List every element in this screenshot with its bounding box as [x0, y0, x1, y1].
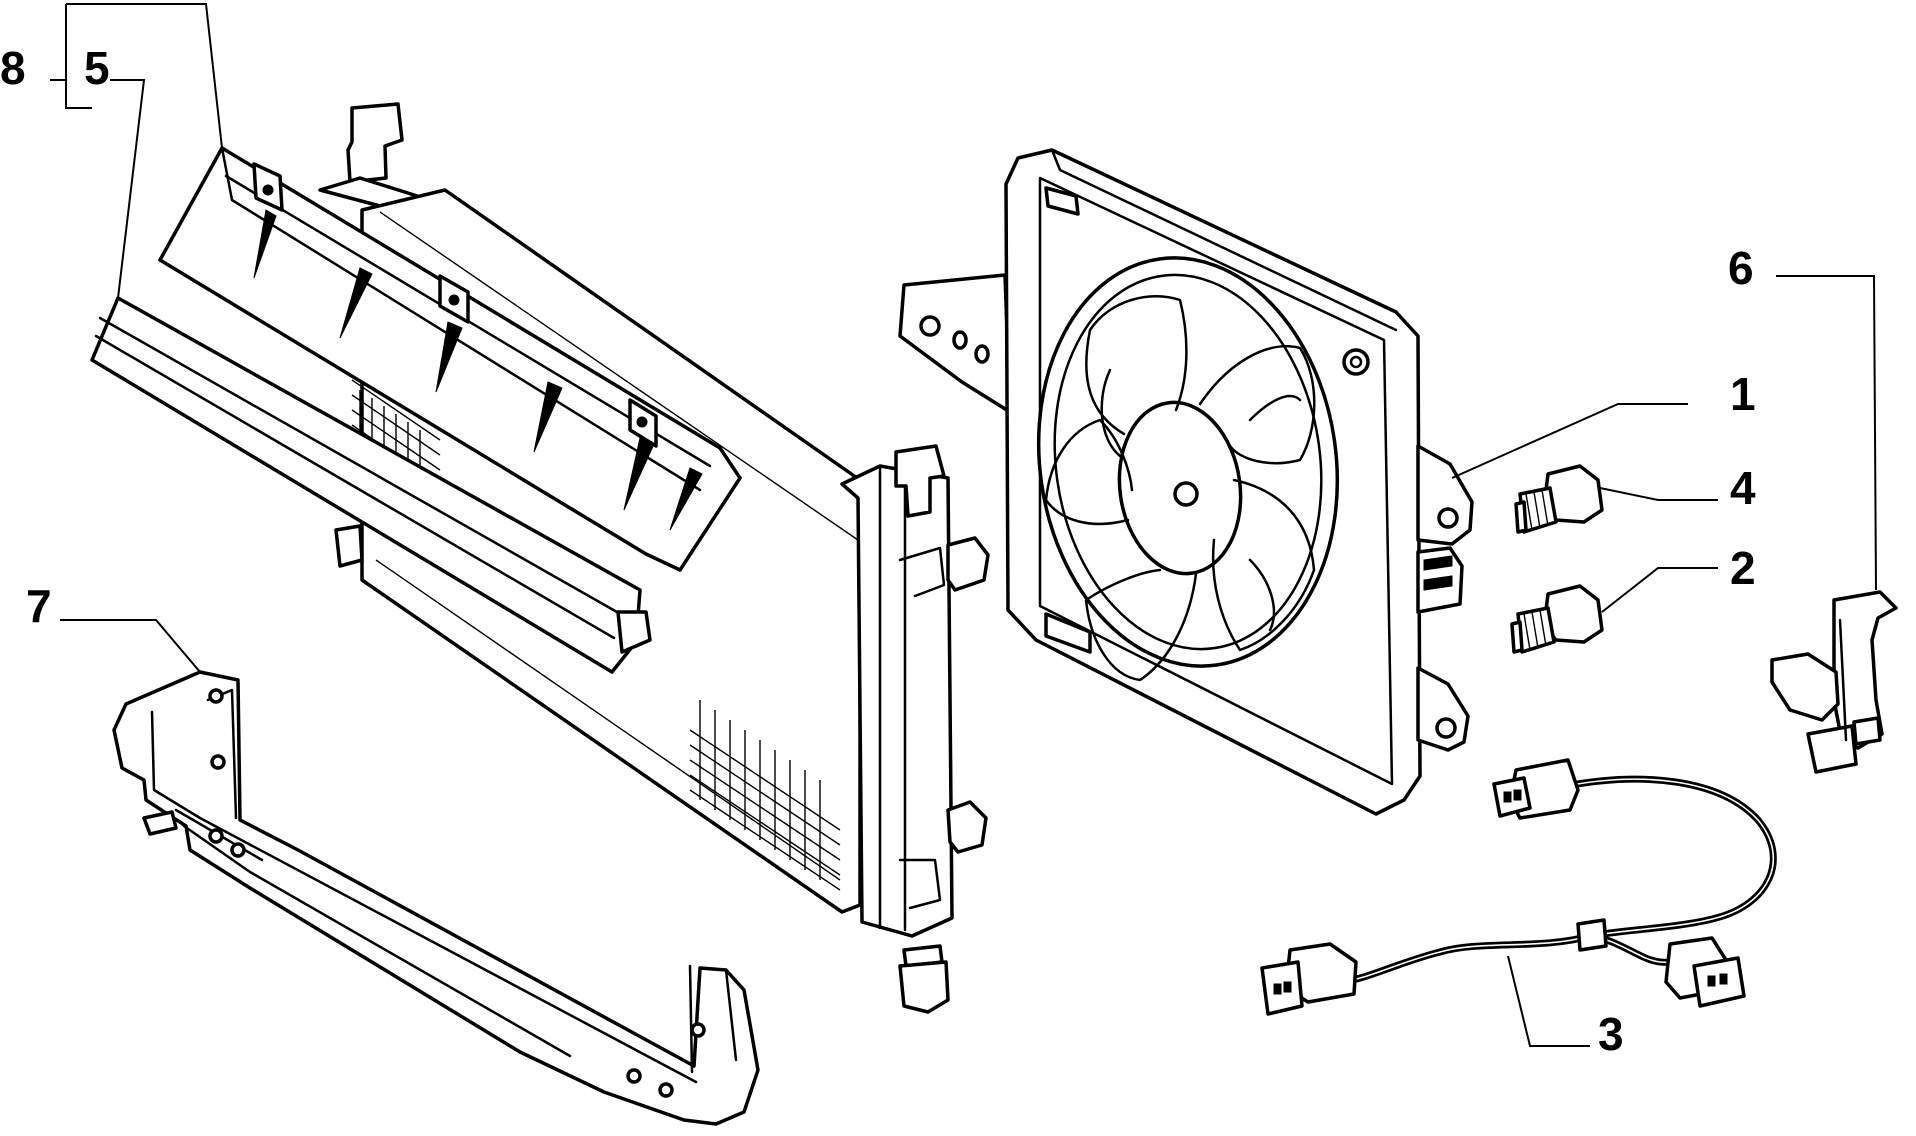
leader-lines	[50, 3, 1877, 1047]
callout-8: 8	[0, 42, 26, 94]
callout-2: 2	[1730, 542, 1756, 594]
fan-shroud-assembly	[898, 148, 1474, 816]
air-deflector-upper	[158, 146, 742, 572]
air-deflector-lower	[90, 296, 652, 674]
bolt-2	[1510, 584, 1604, 654]
callout-3: 3	[1598, 1008, 1624, 1060]
callout-5: 5	[84, 42, 110, 94]
callout-7: 7	[26, 580, 52, 632]
callout-4: 4	[1730, 462, 1756, 514]
crossmember-7	[112, 670, 760, 1126]
bracket-6	[1770, 590, 1898, 774]
wiring-harness	[1260, 758, 1777, 1016]
callout-6: 6	[1728, 242, 1754, 294]
bolt-4	[1514, 464, 1604, 534]
callout-1: 1	[1730, 368, 1756, 420]
